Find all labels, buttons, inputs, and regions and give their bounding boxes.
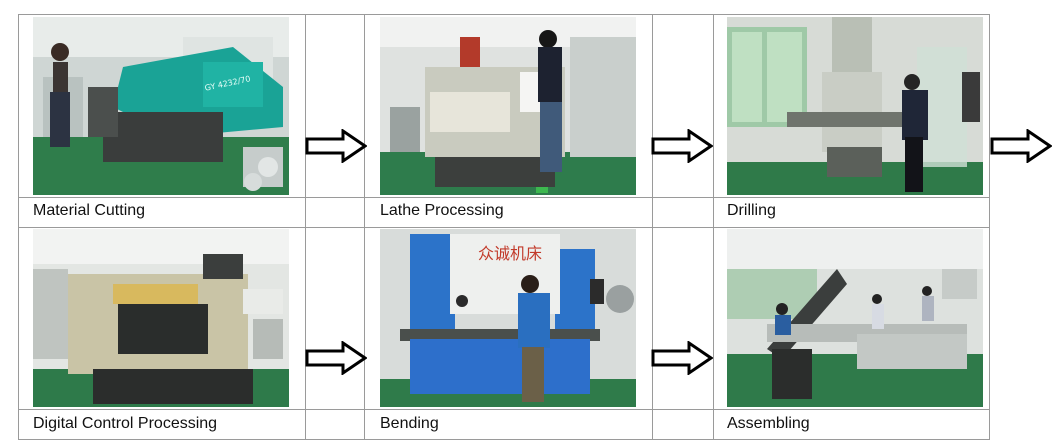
band-saw-cutting-photo: GY 4232/70 <box>33 17 289 195</box>
milling-drilling-machine-photo <box>727 17 983 195</box>
lathe-machine-photo <box>380 17 636 195</box>
right-arrow-icon <box>990 129 1052 163</box>
table-divider <box>18 409 990 410</box>
table-divider <box>18 227 990 228</box>
step-label-bending: Bending <box>380 415 439 432</box>
right-arrow-icon <box>651 129 713 163</box>
cnc-lathe-photo <box>33 229 289 407</box>
step-label-material-cutting: Material Cutting <box>33 202 146 219</box>
press-brand-text: 众诚机床 <box>478 244 542 263</box>
step-label-assembling: Assembling <box>727 415 810 432</box>
table-divider <box>18 197 990 198</box>
step-label-digital-control-processing: Digital Control Processing <box>33 415 218 432</box>
step-label-drilling: Drilling <box>727 202 776 219</box>
step-label-lathe-processing: Lathe Processing <box>380 202 504 219</box>
assembly-line-photo <box>727 229 983 407</box>
right-arrow-icon <box>305 341 367 375</box>
right-arrow-icon <box>651 341 713 375</box>
press-brake-bending-photo: 众诚机床 <box>380 229 636 407</box>
right-arrow-icon <box>305 129 367 163</box>
